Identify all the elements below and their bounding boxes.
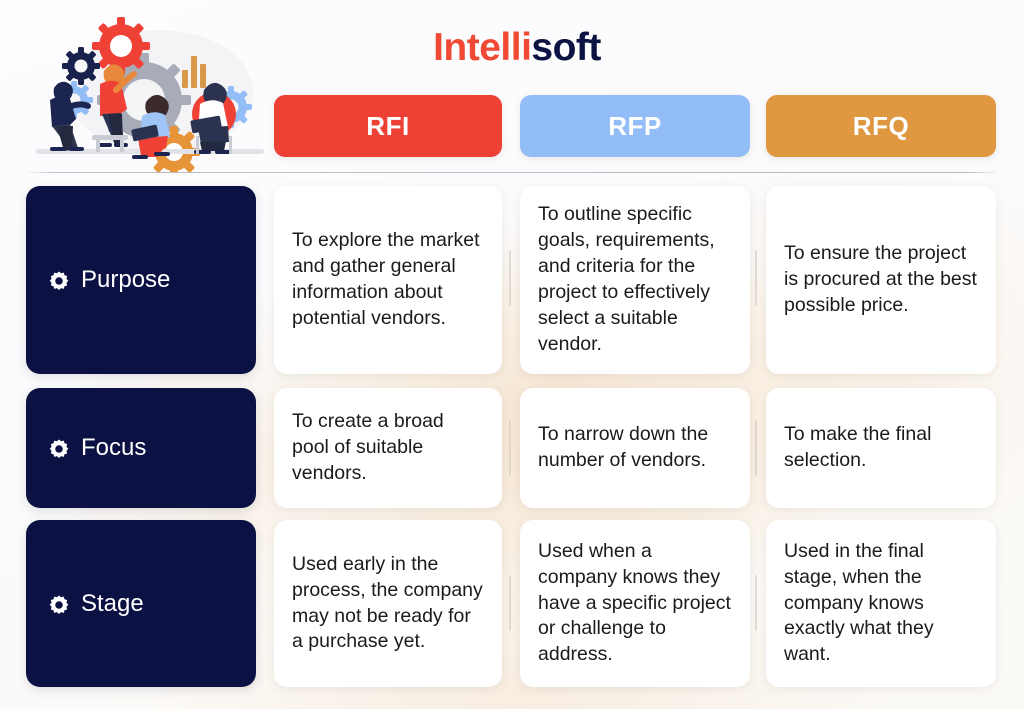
cell-text: Used when a company knows they have a sp… [538, 539, 731, 666]
cell-text: To create a broad pool of suitable vendo… [292, 410, 444, 484]
column-header-rfq[interactable]: RFQ [766, 95, 996, 157]
cell-text: To narrow down the number of vendors. [538, 423, 709, 471]
cell-purpose-rfi: To explore the market and gather general… [274, 186, 502, 374]
team-working-with-gears-illustration [26, 14, 274, 178]
column-separator [509, 575, 511, 631]
cell-purpose-rfp: To outline specific goals, requirements,… [520, 186, 750, 374]
column-separator [755, 250, 757, 306]
cell-stage-rfi: Used early in the process, the company m… [274, 520, 502, 687]
logo-text-secondary: soft [531, 25, 601, 69]
logo-text-primary: Intelli [433, 25, 532, 69]
row-label-text: Stage [81, 589, 144, 617]
row-label-text: Focus [81, 434, 147, 461]
cell-text: To explore the market and gather general… [292, 229, 480, 329]
column-header-rfi[interactable]: RFI [274, 95, 502, 157]
column-separator [509, 250, 511, 306]
cell-text: Used early in the process, the company m… [292, 552, 483, 653]
cell-focus-rfi: To create a broad pool of suitable vendo… [274, 388, 502, 508]
row-label-stage: Stage [26, 520, 256, 687]
column-separator [755, 420, 757, 476]
column-separator [755, 575, 757, 631]
column-separator [509, 420, 511, 476]
row-label-text: Purpose [81, 266, 171, 293]
cell-focus-rfp: To narrow down the number of vendors. [520, 388, 750, 508]
header-divider [28, 172, 996, 173]
gear-icon [49, 271, 69, 290]
cell-text: To ensure the project is procured at the… [784, 242, 977, 316]
cell-text: Used in the final stage, when the compan… [784, 539, 934, 666]
gear-icon [49, 439, 69, 458]
row-label-purpose: Purpose [26, 186, 256, 374]
cell-text: To make the final selection. [784, 423, 932, 471]
cell-stage-rfq: Used in the final stage, when the compan… [766, 520, 996, 687]
cell-stage-rfp: Used when a company knows they have a sp… [520, 520, 750, 687]
gear-icon [49, 594, 69, 614]
cell-focus-rfq: To make the final selection. [766, 388, 996, 508]
row-label-focus: Focus [26, 388, 256, 508]
cell-purpose-rfq: To ensure the project is procured at the… [766, 186, 996, 374]
column-header-rfp[interactable]: RFP [520, 95, 750, 157]
cell-text: To outline specific goals, requirements,… [538, 203, 715, 355]
